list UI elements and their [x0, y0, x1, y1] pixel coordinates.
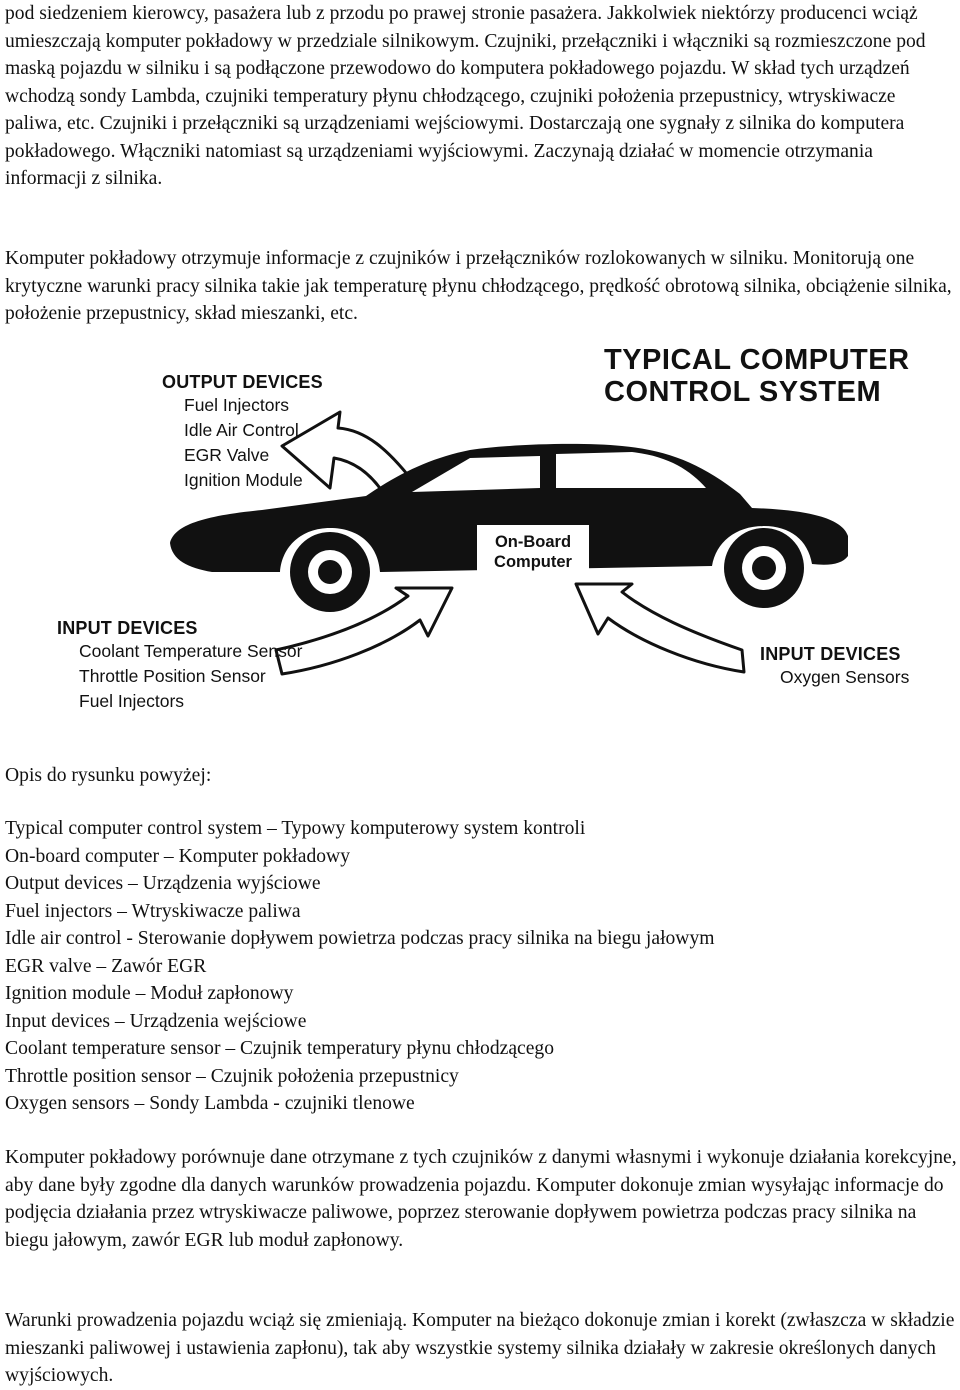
input-devices-header: INPUT DEVICES — [760, 644, 901, 664]
intro-paragraph: pod siedzeniem kierowcy, pasażera lub z … — [5, 3, 926, 189]
diagram-artwork — [170, 410, 848, 676]
input-devices-header: INPUT DEVICES — [57, 618, 198, 638]
glossary-item: EGR valve – Zawór EGR — [5, 955, 207, 977]
output-devices-group: OUTPUT DEVICES Fuel Injectors Idle Air C… — [162, 372, 323, 493]
output-device-item: EGR Valve — [184, 445, 270, 465]
figure-caption: Opis do rysunku powyżej: — [5, 765, 212, 786]
monitoring-paragraph: Komputer pokładowy otrzymuje informacje … — [5, 248, 952, 324]
input-arrow-left — [274, 586, 454, 676]
glossary-item: Ignition module – Moduł zapłonowy — [5, 983, 294, 1004]
rear-window — [412, 456, 540, 492]
conditions-paragraph: Warunki prowadzenia pojazdu wciąż się zm… — [5, 1310, 955, 1386]
front-window — [556, 452, 706, 488]
input-arrow-right — [574, 582, 746, 674]
diagram-title-line2: CONTROL SYSTEM — [604, 376, 882, 408]
input-devices-left-group: INPUT DEVICES Coolant Temperature Sensor… — [57, 618, 302, 714]
glossary-item: Throttle position sensor – Czujnik położ… — [5, 1065, 459, 1087]
onboard-computer-label: On-Board Computer — [480, 532, 586, 572]
computer-label-line2: Computer — [494, 553, 572, 571]
computer-label-line1: On-Board — [494, 533, 572, 551]
output-arrow — [280, 410, 420, 506]
input-devices-right-group: INPUT DEVICES Oxygen Sensors — [760, 644, 909, 690]
glossary-item: Idle air control - Sterowanie dopływem p… — [5, 928, 715, 949]
glossary-item: Typical computer control system – Typowy… — [5, 818, 586, 839]
input-device-item: Throttle Position Sensor — [79, 666, 266, 686]
glossary-item: On-board computer – Komputer pokładowy — [5, 845, 350, 867]
input-device-item: Coolant Temperature Sensor — [79, 641, 303, 661]
correction-paragraph: Komputer pokładowy porównuje dane otrzym… — [5, 1147, 957, 1251]
control-system-diagram: TYPICAL COMPUTER CONTROL SYSTEM OUTPUT D… — [0, 338, 960, 730]
glossary-item: Coolant temperature sensor – Czujnik tem… — [5, 1038, 554, 1059]
input-device-item: Fuel Injectors — [79, 691, 185, 711]
diagram-title: TYPICAL COMPUTER CONTROL SYSTEM — [604, 344, 910, 408]
output-devices-header: OUTPUT DEVICES — [162, 372, 323, 392]
computer-box — [477, 525, 589, 577]
glossary-item: Input devices – Urządzenia wejściowe — [5, 1010, 307, 1032]
glossary-item: Output devices – Urządzenia wyjściowe — [5, 873, 321, 894]
glossary-item: Oxygen sensors – Sondy Lambda - czujniki… — [5, 1093, 415, 1114]
glossary-item: Fuel injectors – Wtryskiwacze paliwa — [5, 900, 301, 922]
input-device-item: Oxygen Sensors — [780, 667, 910, 687]
output-device-item: Idle Air Control — [184, 420, 299, 440]
output-device-item: Fuel Injectors — [184, 395, 290, 415]
output-device-item: Ignition Module — [184, 470, 303, 490]
glossary-list: Typical computer control system – Typowy… — [5, 815, 715, 1118]
diagram-title-line1: TYPICAL COMPUTER — [604, 344, 910, 376]
